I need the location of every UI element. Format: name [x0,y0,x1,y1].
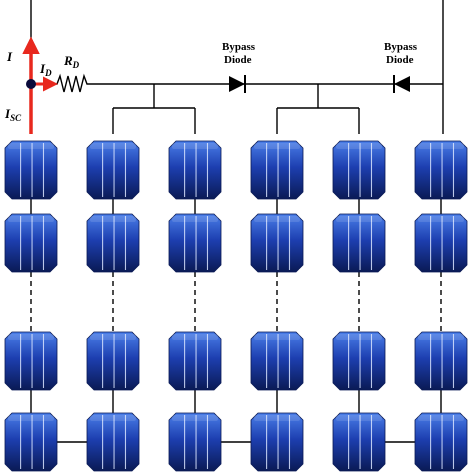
solar-cell [168,213,222,273]
solar-cell [332,213,386,273]
label-resistance: RD [63,53,80,70]
solar-cell [414,213,468,273]
bypass-diode-1 [229,75,246,93]
solar-cell [4,140,58,200]
label-short-circuit: ISC [4,106,22,123]
bypass-diode-1-label-line2: Diode [224,54,252,66]
solar-cell [250,140,304,200]
solar-cell [332,140,386,200]
solar-cell [332,331,386,391]
solar-cell-grid [4,140,468,472]
solar-cell [86,213,140,273]
solar-cell [250,213,304,273]
solar-cell [168,331,222,391]
label-current: I [6,49,13,64]
solar-cell [414,412,468,472]
solar-cell [86,412,140,472]
solar-cell [250,412,304,472]
bypass-diode-2 [393,75,410,93]
solar-cell [4,412,58,472]
solar-cell [332,412,386,472]
solar-cell [4,331,58,391]
solar-cell [168,140,222,200]
bypass-diode-1-label-line1: Bypass [222,41,256,53]
bypass-diode-2-label-line1: Bypass [384,41,418,53]
bypass-diode-2-label-line2: Diode [386,54,414,66]
solar-cell [414,140,468,200]
solar-cell [86,140,140,200]
solar-cell [250,331,304,391]
solar-cell [414,331,468,391]
solar-cell [4,213,58,273]
label-diode-current: ID [39,61,52,78]
junction-node [26,79,36,89]
resistor-rd [53,73,91,93]
solar-cell [168,412,222,472]
solar-cell [86,331,140,391]
